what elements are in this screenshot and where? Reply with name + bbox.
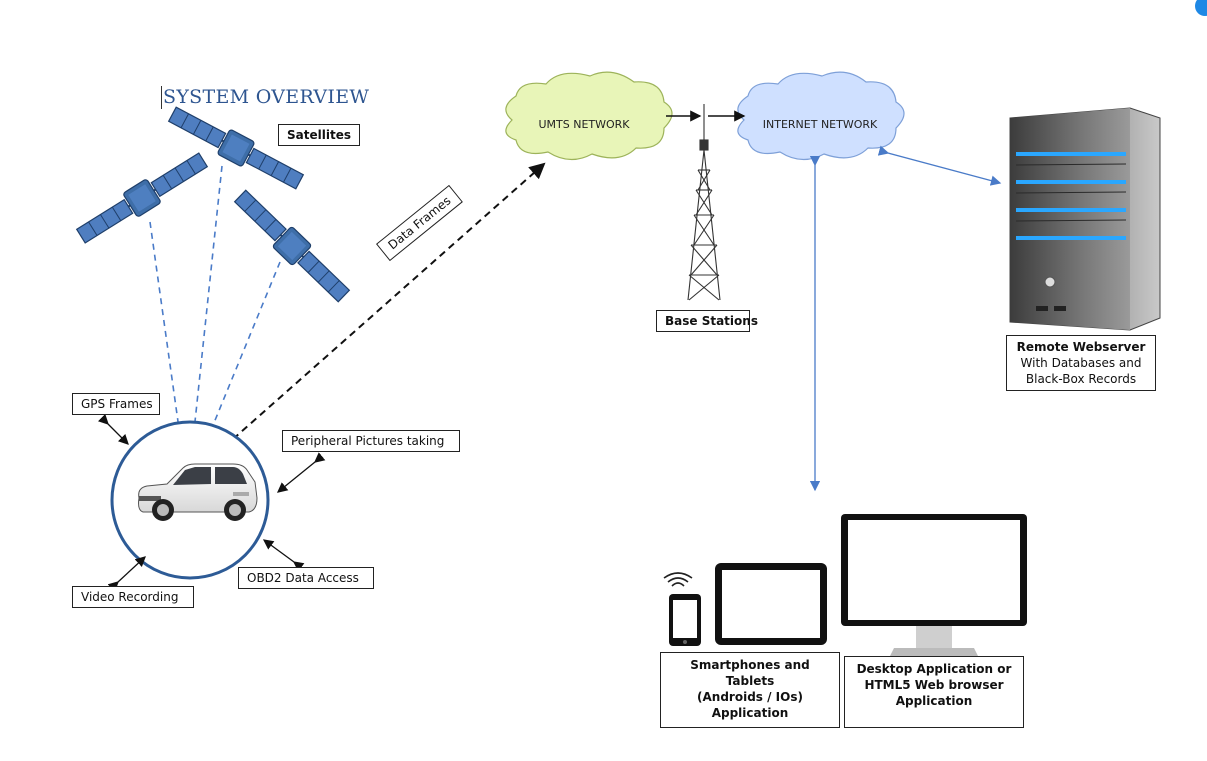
video-connector [107, 556, 146, 592]
gps-frames-label: GPS Frames [72, 393, 160, 415]
remote-webserver-title: Remote Webserver [1016, 340, 1146, 354]
video-recording-label: Video Recording [72, 586, 194, 608]
remote-webserver-line2: Black-Box Records [1025, 372, 1137, 386]
page-title: SYSTEM OVERVIEW [163, 86, 370, 108]
mobile-line3: Application [711, 706, 789, 720]
gps-frames-connector [97, 413, 129, 445]
satellites-label: Satellites [278, 124, 360, 146]
satellite-icon [210, 181, 374, 311]
internet-server-link [877, 145, 1002, 186]
gps-link [149, 221, 182, 450]
desktop-line2: HTML5 Web browser [864, 678, 1004, 692]
mobile-line1: Smartphones and Tablets [690, 658, 810, 688]
base-stations-label: Base Stations [656, 310, 758, 332]
wifi-icon [663, 572, 693, 587]
internet-network-label: INTERNET NETWORK [763, 118, 878, 131]
peripheral-connector [276, 452, 326, 493]
umts-network-label: UMTS NETWORK [538, 118, 630, 131]
data-frames-link [214, 162, 546, 456]
desktop-line3: Application [895, 694, 973, 708]
mobile-line2: (Androids / IOs) [697, 690, 803, 704]
peripheral-pictures-label: Peripheral Pictures taking [282, 430, 460, 452]
tablet-icon [715, 563, 827, 645]
satellite-icon [164, 100, 308, 196]
desktop-line1: Desktop Application or [856, 662, 1012, 676]
desktop-app-label: Desktop Application or HTML5 Web browser… [844, 656, 1024, 728]
corner-badge [1195, 0, 1207, 16]
internet-cloud: INTERNET NETWORK [737, 71, 905, 161]
car-icon [138, 463, 258, 521]
obd2-connector [262, 539, 305, 572]
monitor-icon [841, 514, 1027, 656]
server-tower-icon [1009, 107, 1161, 331]
umts-cloud: UMTS NETWORK [505, 71, 673, 161]
remote-webserver-label: Remote Webserver With Databases and Blac… [1006, 335, 1156, 391]
remote-webserver-line1: With Databases and [1020, 356, 1142, 370]
cell-tower-icon [687, 104, 721, 301]
gps-link [192, 165, 223, 450]
gps-link [202, 261, 281, 452]
smartphone-icon [669, 594, 701, 646]
mobile-app-label: Smartphones and Tablets (Androids / IOs)… [660, 652, 840, 728]
satellite-icon [65, 113, 219, 283]
obd2-data-access-label: OBD2 Data Access [238, 567, 374, 589]
text-cursor [161, 86, 162, 109]
